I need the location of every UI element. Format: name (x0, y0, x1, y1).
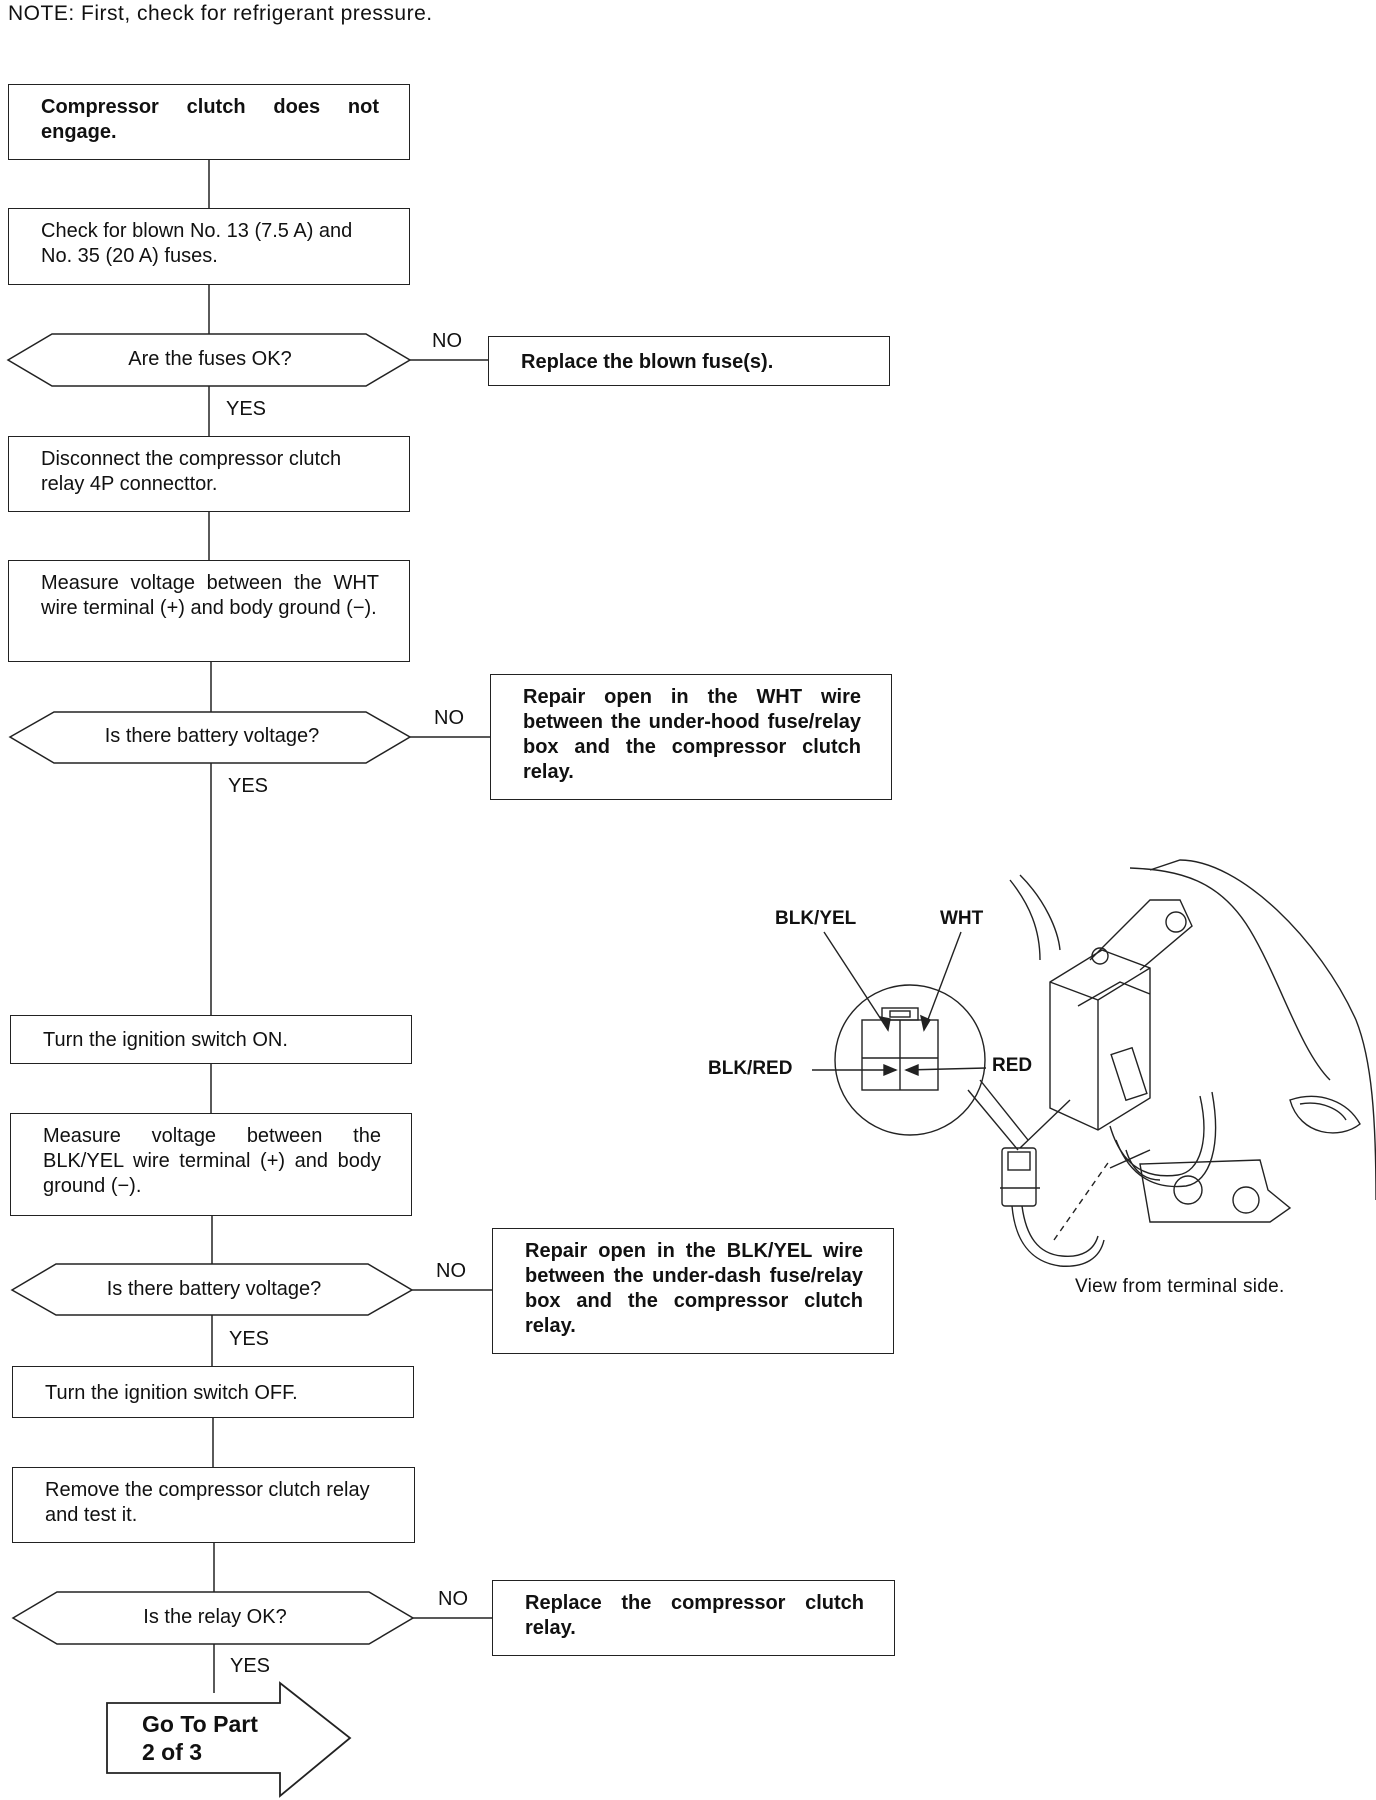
decision-battery-voltage-blk-yel: Is there battery voltage? (106, 1278, 322, 1300)
step-clutch-not-engage: Compressor clutch does not engage. (8, 84, 410, 160)
refrigerant-note: NOTE: First, check for refrigerant press… (8, 2, 433, 25)
decision-shape (11, 1591, 415, 1645)
yes-label: YES (229, 1328, 270, 1350)
step-check-fuses: Check for blown No. 13 (7.5 A) and No. 3… (8, 208, 410, 285)
wire-label-wht: WHT (940, 908, 984, 929)
step-ignition-on: Turn the ignition switch ON. (10, 1015, 412, 1064)
wire-label-blk-yel: BLK/YEL (775, 908, 857, 929)
wire-label-blk-red: BLK/RED (708, 1058, 793, 1079)
step-ignition-off: Turn the ignition switch OFF. (12, 1366, 414, 1418)
illustration-caption: View from terminal side. (1075, 1276, 1285, 1297)
connector-latch (881, 1007, 919, 1021)
decision-shape (8, 711, 412, 764)
goto-arrow-shape (106, 1681, 352, 1798)
step-measure-wht-voltage: Measure voltage between the WHT wire ter… (8, 560, 410, 662)
relay-plug (1001, 1147, 1037, 1207)
action-repair-blk-yel-wire: Repair open in the BLK/YEL wire between … (492, 1228, 894, 1354)
action-replace-fuses: Replace the blown fuse(s). (488, 336, 890, 386)
decision-relay-ok: Is the relay OK? (143, 1606, 287, 1628)
goto-line-1: Go To Part (142, 1711, 258, 1737)
connector-magnifier-circle (834, 984, 986, 1136)
yes-label: YES (228, 775, 269, 797)
action-replace-relay: Replace the compressor clutch relay. (492, 1580, 895, 1656)
step-disconnect-relay-connector: Disconnect the compressor clutch relay 4… (8, 436, 410, 512)
goto-line-2: 2 of 3 (142, 1739, 203, 1765)
no-label: NO (432, 330, 462, 352)
yes-label: YES (226, 398, 267, 420)
yes-label: YES (230, 1655, 271, 1677)
action-repair-wht-wire: Repair open in the WHT wire between the … (490, 674, 892, 800)
no-label: NO (434, 707, 464, 729)
no-label: NO (438, 1588, 468, 1610)
decision-shape (10, 1263, 414, 1316)
no-label: NO (436, 1260, 466, 1282)
goto-part-arrow: Go To Part 2 of 3 (142, 1710, 258, 1766)
decision-fuses-ok: Are the fuses OK? (128, 348, 292, 370)
relay-illustration (812, 859, 1376, 1267)
step-remove-test-relay: Remove the compressor clutch relay and t… (12, 1467, 415, 1543)
decision-shape (6, 333, 412, 387)
relay-body (1049, 949, 1151, 1131)
decision-battery-voltage-wht: Is there battery voltage? (104, 725, 320, 747)
step-measure-blk-yel-voltage: Measure voltage between the BLK/YEL wire… (10, 1113, 412, 1216)
wire-label-red: RED (992, 1055, 1033, 1076)
